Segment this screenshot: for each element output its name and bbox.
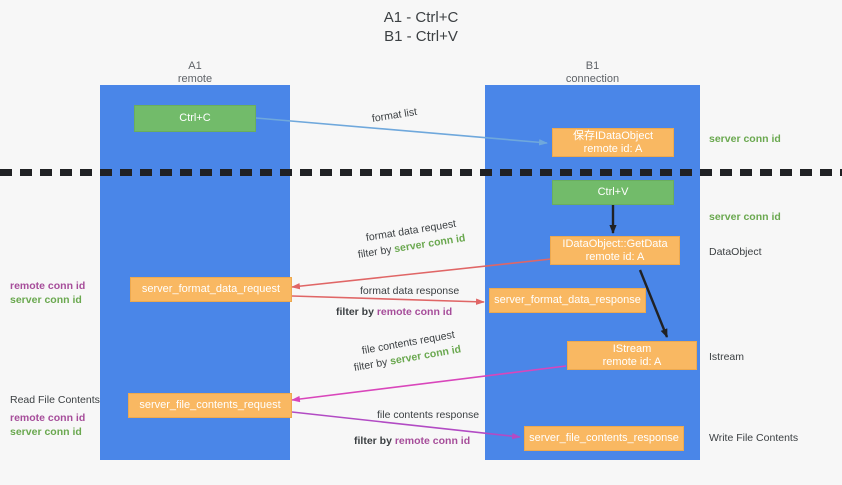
filter-key-remote-conn-id-2: remote conn id: [394, 435, 471, 447]
edge-label-format-list: format list: [371, 105, 418, 125]
node-getdata[interactable]: IDataObject::GetData remote id: A: [550, 236, 680, 265]
annotation-write-file-contents: Write File Contents: [709, 432, 799, 444]
annotation-dataobject: DataObject: [709, 246, 762, 258]
edge-label-format-data-response: format data response: [360, 285, 460, 297]
annotation-server-conn-id-second: server conn id: [709, 211, 781, 223]
filter-prefix-1: filter by: [357, 243, 396, 261]
node-save-idataobject[interactable]: 保存IDataObject remote id: A: [552, 128, 674, 157]
edge-label-file-contents-response: file contents response: [377, 409, 480, 421]
annotation-remote-conn-id-2: remote conn id: [10, 412, 86, 424]
node-server-format-data-response[interactable]: server_format_data_response: [489, 288, 646, 313]
lane-header-b1: B1 connection: [565, 60, 620, 85]
filter-prefix-2: filter by: [336, 306, 377, 318]
annotation-remote-conn-id-1: remote conn id: [10, 280, 86, 292]
annotation-conn-id-group-2: remote conn id server conn id: [10, 411, 85, 439]
page-title: A1 - Ctrl+C B1 - Ctrl+V: [383, 9, 459, 45]
filter-key-remote-conn-id-1: remote conn id: [376, 306, 453, 318]
edge-label-file-contents-response-filter: filter by remote conn id: [354, 434, 470, 448]
annotation-istream: Istream: [709, 351, 745, 363]
annotation-server-conn-id-2: server conn id: [10, 426, 82, 438]
node-server-file-contents-response[interactable]: server_file_contents_response: [524, 426, 684, 451]
annotation-conn-id-group-1: remote conn id server conn id: [10, 279, 85, 307]
node-server-file-contents-request[interactable]: server_file_contents_request: [128, 393, 292, 418]
annotation-server-conn-id-top: server conn id: [709, 133, 781, 145]
node-ctrl-c[interactable]: Ctrl+C: [134, 105, 256, 132]
node-ctrl-v[interactable]: Ctrl+V: [552, 180, 674, 205]
filter-prefix-3: filter by: [352, 355, 392, 374]
node-istream[interactable]: IStream remote id: A: [567, 341, 697, 370]
annotation-server-conn-id-1: server conn id: [10, 294, 82, 306]
filter-prefix-4: filter by: [354, 435, 395, 447]
phase-divider: [0, 169, 842, 176]
edge-label-format-data-response-filter: filter by remote conn id: [336, 305, 452, 319]
annotation-read-file-contents: Read File Contents: [10, 394, 100, 406]
node-server-format-data-request[interactable]: server_format_data_request: [130, 277, 292, 302]
lane-header-a1: A1 remote: [177, 60, 213, 85]
